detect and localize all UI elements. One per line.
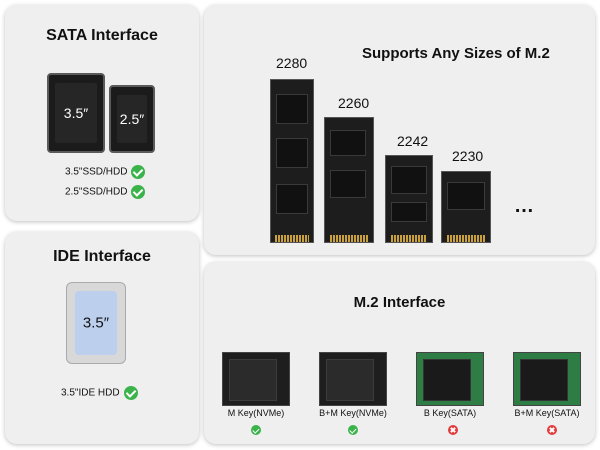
ide-title: IDE Interface xyxy=(53,248,151,265)
hdd-image: 3.5″ xyxy=(66,282,126,364)
size-label-2260: 2260 xyxy=(338,95,370,111)
ssd-3-5-image: 3.5″ xyxy=(47,73,105,153)
cross-icon xyxy=(547,425,557,435)
m-key-nvme-image xyxy=(222,352,290,406)
sata-support-1: 3.5"SSD/HDD xyxy=(65,165,146,179)
m2-2230-image xyxy=(441,171,491,243)
m2-interface-title: M.2 Interface xyxy=(353,294,446,311)
bm-key-nvme-image xyxy=(319,352,387,406)
size-label-2230: 2230 xyxy=(452,148,484,164)
key-label-b-sata: B Key(SATA) xyxy=(423,408,477,418)
sata-title: SATA Interface xyxy=(46,27,158,44)
check-icon xyxy=(251,425,261,435)
size-label-2242: 2242 xyxy=(397,133,429,149)
sata-support-2: 2.5"SSD/HDD xyxy=(65,185,146,199)
more-sizes-ellipsis: … xyxy=(514,195,534,217)
check-icon xyxy=(348,425,358,435)
m2-sizes-card: Supports Any Sizes of M.2 2280 2260 2242… xyxy=(204,5,595,255)
ssd-3-5-label: 3.5″ xyxy=(63,105,89,121)
hdd-label: 3.5″ xyxy=(82,314,110,332)
m2-sizes-title: Supports Any Sizes of M.2 xyxy=(362,45,550,62)
m2-2280-image xyxy=(270,79,314,243)
sata-card: SATA Interface 3.5″ 2.5″ 3.5"SSD/HDD 2.5… xyxy=(5,5,199,221)
key-label-bm-nvme: B+M Key(NVMe) xyxy=(319,408,387,418)
check-icon xyxy=(131,185,146,199)
ide-card: IDE Interface 3.5″ 3.5"IDE HDD xyxy=(5,232,199,444)
check-icon xyxy=(123,386,138,400)
size-label-2280: 2280 xyxy=(276,55,308,71)
key-label-m-nvme: M Key(NVMe) xyxy=(227,408,285,418)
m2-interface-card: M.2 Interface M Key(NVMe) B+M Key(NVMe) … xyxy=(204,262,595,444)
b-key-sata-image xyxy=(416,352,484,406)
ide-support: 3.5"IDE HDD xyxy=(61,386,138,400)
m2-2242-image xyxy=(385,155,433,243)
bm-key-sata-image xyxy=(513,352,581,406)
check-icon xyxy=(131,165,146,179)
m2-2260-image xyxy=(324,117,374,243)
ssd-2-5-label: 2.5″ xyxy=(119,111,145,127)
cross-icon xyxy=(448,425,458,435)
ssd-2-5-image: 2.5″ xyxy=(109,85,155,153)
key-label-bm-sata: B+M Key(SATA) xyxy=(514,408,580,418)
